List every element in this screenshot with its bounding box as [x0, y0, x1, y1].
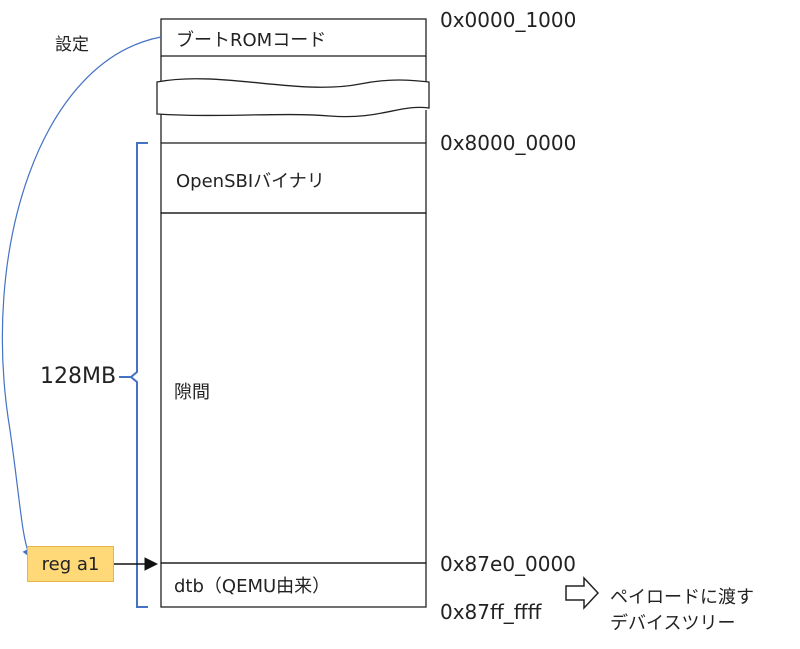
payload-label-line1: ペイロードに渡す: [610, 587, 754, 608]
address-label: 0x87ff_ffff: [440, 600, 542, 624]
memory-break-symbol: [156, 78, 430, 118]
size-label: 128MB: [40, 364, 117, 389]
config-label: 設定: [55, 35, 89, 55]
register-a1-label: reg a1: [41, 553, 100, 575]
register-a1-box: reg a1: [27, 546, 114, 582]
payload-label-line2: デバイスツリー: [610, 613, 736, 634]
address-label: 0x87e0_0000: [440, 552, 576, 576]
address-label: 0x8000_0000: [440, 131, 577, 155]
boot-rom-label: ブートROMコード: [176, 30, 327, 51]
gap-label: 隙間: [174, 382, 210, 403]
hollow-right-arrow-icon: [565, 576, 600, 610]
address-label: 0x0000_1000: [440, 8, 577, 32]
config-curve-arrow: [1, 36, 162, 559]
dtb-label: dtb（QEMU由来）: [174, 576, 331, 597]
dtb-block: [160, 562, 427, 608]
opensbi-label: OpenSBIバイナリ: [176, 171, 325, 192]
size-brace: [129, 142, 148, 608]
